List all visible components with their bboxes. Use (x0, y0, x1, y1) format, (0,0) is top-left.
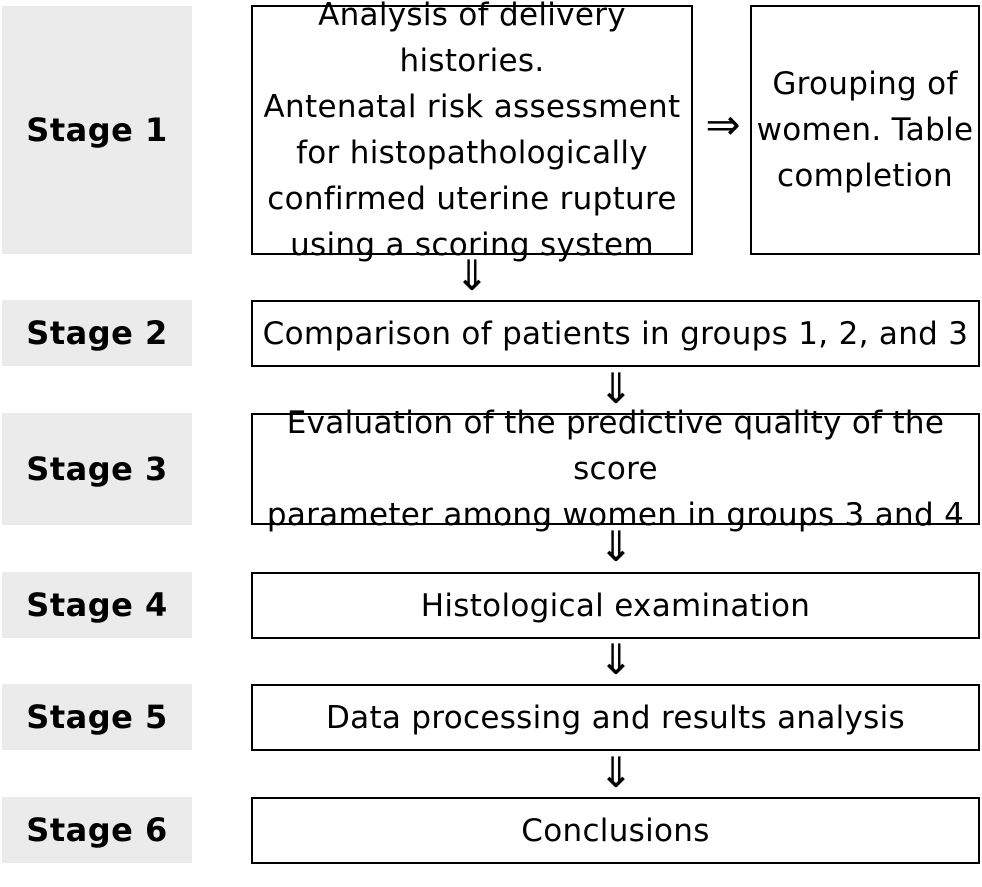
stage-1-main-line: for histopathologically (296, 135, 648, 171)
stage-1-side-text: Grouping of women. Table completion (757, 61, 974, 199)
down-double-arrow-icon: ⇓ (598, 364, 634, 413)
stage-6-label: Stage 6 (2, 797, 192, 863)
stage-1-side-line: completion (777, 158, 953, 194)
stage-3-line: parameter among women in groups 3 and 4 (266, 497, 965, 533)
stage-5-label: Stage 5 (2, 684, 192, 750)
stage-1-main-line: Antenatal risk assessment (263, 89, 681, 125)
stage-2-box: Comparison of patients in groups 1, 2, a… (251, 300, 980, 367)
stage-3-text: Evaluation of the predictive quality of … (253, 400, 978, 538)
stage-6-text: Conclusions (521, 812, 710, 849)
stage-1-main-line: using a scoring system (290, 227, 654, 263)
stage-1-side-box: Grouping of women. Table completion (750, 5, 980, 255)
down-double-arrow-icon: ⇓ (598, 522, 634, 571)
stage-5-box: Data processing and results analysis (251, 684, 980, 751)
right-double-arrow-icon: ⇒ (705, 100, 741, 149)
stage-1-main-line: Analysis of delivery histories. (318, 0, 626, 79)
stage-1-main-text: Analysis of delivery histories. Antenata… (253, 0, 691, 268)
stage-4-text: Histological examination (420, 587, 811, 624)
stage-6-box: Conclusions (251, 797, 980, 864)
stage-4-box: Histological examination (251, 572, 980, 639)
stage-4-label: Stage 4 (2, 572, 192, 638)
stage-1-label: Stage 1 (2, 6, 192, 254)
stage-1-main-line: confirmed uterine rupture (267, 181, 677, 217)
stage-2-label: Stage 2 (2, 300, 192, 366)
stage-3-line: Evaluation of the predictive quality of … (286, 405, 945, 487)
down-double-arrow-icon: ⇓ (598, 748, 634, 797)
stage-1-side-line: Grouping of (772, 66, 958, 102)
stage-3-label: Stage 3 (2, 413, 192, 525)
stage-1-main-box: Analysis of delivery histories. Antenata… (251, 0, 693, 263)
stage-2-text: Comparison of patients in groups 1, 2, a… (262, 315, 969, 352)
stage-3-box: Evaluation of the predictive quality of … (251, 405, 980, 533)
stage-1-side-line: women. Table (756, 112, 974, 148)
stage-5-text: Data processing and results analysis (326, 699, 905, 736)
down-double-arrow-icon: ⇓ (454, 251, 490, 300)
down-double-arrow-icon: ⇓ (598, 635, 634, 684)
